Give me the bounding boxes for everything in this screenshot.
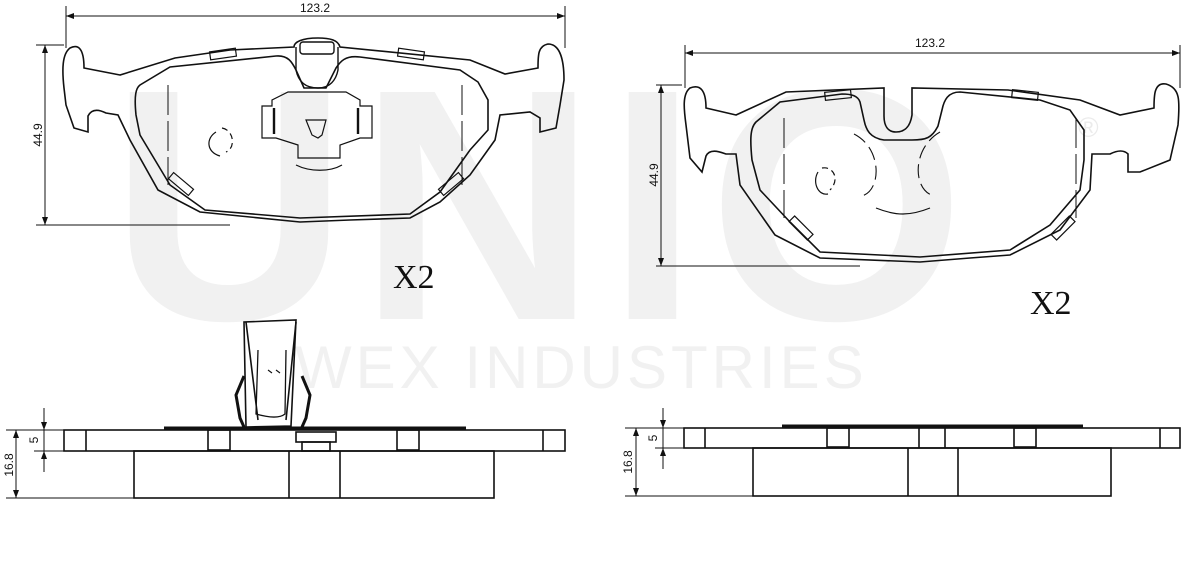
right-pad-side-view: 16.8 5 (621, 408, 1181, 497)
watermark-registered-mark: ® (1078, 112, 1099, 143)
left-pad-front-view: 123.2 44.9 X2 (31, 1, 566, 296)
left-pad-side-view: 16.8 5 (2, 319, 566, 499)
right-pad-width-label: 123.2 (915, 36, 945, 50)
left-pad-width-label: 123.2 (300, 1, 330, 15)
right-pad-height-label: 44.9 (647, 163, 661, 187)
watermark-subtitle: WEX INDUSTRIES (295, 334, 868, 401)
right-pad-quantity-label: X2 (1030, 285, 1072, 322)
right-side-total-thickness-label: 16.8 (621, 450, 635, 474)
left-pad-quantity-label: X2 (393, 259, 435, 296)
watermark-logo: UNIO (110, 20, 975, 389)
right-side-backplate-thickness-label: 5 (646, 434, 660, 441)
left-pad-height-label: 44.9 (31, 123, 45, 147)
left-side-total-thickness-label: 16.8 (2, 453, 16, 477)
right-pad-front-view: 123.2 44.9 X2 (647, 36, 1181, 322)
left-side-backplate-thickness-label: 5 (27, 436, 41, 443)
